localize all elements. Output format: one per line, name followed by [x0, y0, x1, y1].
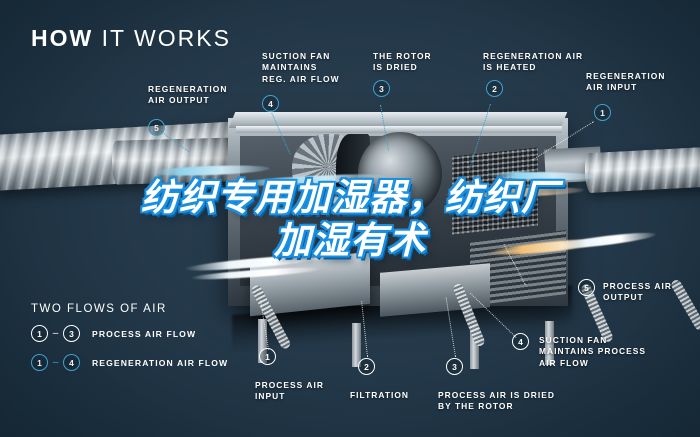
legend-title: TWO FLOWS OF AIR [31, 303, 167, 315]
marker-process-air-is-dried[interactable]: 3 [446, 358, 463, 375]
callout-label-process-air-input: PROCESS AIR INPUT [255, 380, 324, 402]
marker-regeneration-air-output[interactable]: 5 [148, 119, 165, 136]
leader-line-rotor-dried [380, 105, 389, 151]
leader-line-filtration [361, 301, 368, 357]
legend-label-regeneration-air-flow: REGENERATION AIR FLOW [92, 357, 229, 368]
legend-marker-process-from: 1 [31, 325, 48, 342]
page-title-bold: HOW [31, 25, 94, 51]
leader-line-regeneration-air-input [532, 121, 594, 161]
overlay-headline-line-2: 加湿有术 [274, 219, 426, 262]
marker-suction-fan-process-air-flow[interactable]: 4 [512, 333, 529, 350]
page-title: HOW IT WORKS [31, 25, 231, 52]
callout-label-process-air-output: PROCESS AIR OUTPUT [603, 281, 672, 303]
legend-label-process-air-flow: PROCESS AIR FLOW [92, 328, 197, 339]
overlay-headline: 纺织专用加湿器，纺织厂 加湿有术 [0, 176, 700, 262]
callout-label-suction-fan-reg-air-flow: SUCTION FAN MAINTAINS REG. AIR FLOW [262, 51, 340, 84]
marker-process-air-input[interactable]: 1 [259, 348, 276, 365]
marker-process-air-output[interactable]: 5 [578, 279, 595, 296]
marker-regeneration-air-input[interactable]: 1 [594, 104, 611, 121]
legend-row-regeneration-air-flow: 1 – 4 REGENERATION AIR FLOW [31, 354, 228, 371]
legend-marker-process-to: 3 [63, 325, 80, 342]
overlay-headline-line-1: 纺织专用加湿器，纺织厂 [141, 176, 559, 219]
callout-label-the-rotor-is-dried: THE ROTOR IS DRIED [373, 51, 432, 73]
legend-marker-regeneration-to: 4 [63, 354, 80, 371]
callout-label-regeneration-air-input: REGENERATION AIR INPUT [586, 71, 666, 93]
callout-label-filtration: FILTRATION [350, 390, 410, 400]
legend-dash-regeneration: – [52, 357, 59, 368]
leader-line-process-air-input [260, 300, 269, 350]
leader-line-suction-fan-process [469, 292, 517, 338]
marker-the-rotor-is-dried[interactable]: 3 [373, 80, 390, 97]
leader-line-process-air-dried [445, 297, 456, 357]
marker-suction-fan-reg-air-flow[interactable]: 4 [262, 95, 279, 112]
marker-filtration[interactable]: 2 [358, 358, 375, 375]
legend-marker-regeneration-from: 1 [31, 354, 48, 371]
callout-label-suction-fan-process-air-flow: SUCTION FAN MAINTAINS PROCESS AIR FLOW [539, 335, 647, 368]
leader-line-suction-fan-reg [270, 110, 291, 155]
callout-label-regeneration-air-is-heated: REGENERATION AIR IS HEATED [483, 51, 584, 73]
page-title-light: IT WORKS [101, 25, 231, 51]
callout-label-regeneration-air-output: REGENERATION AIR OUTPUT [148, 84, 228, 106]
callout-label-process-air-is-dried: PROCESS AIR IS DRIED BY THE ROTOR [438, 390, 556, 412]
legend-dash-process: – [52, 328, 59, 339]
leader-line-regeneration-heated [469, 103, 491, 169]
marker-regeneration-air-is-heated[interactable]: 2 [486, 80, 503, 97]
legend-row-process-air-flow: 1 – 3 PROCESS AIR FLOW [31, 325, 196, 342]
